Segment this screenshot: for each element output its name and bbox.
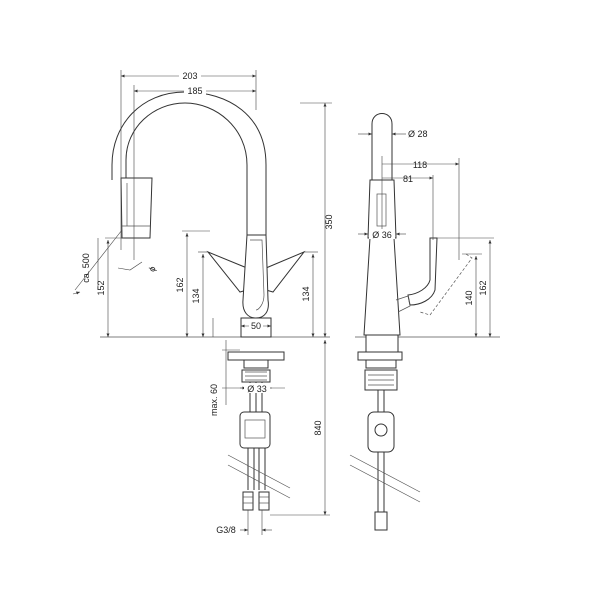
pullout-line	[74, 229, 123, 291]
break-line	[349, 464, 421, 503]
spray-head	[120, 177, 153, 239]
dim-134-right-label: 134	[301, 286, 311, 301]
side-view: Ø 28 118 81 Ø 36 140 162	[349, 113, 500, 531]
hose-weight	[239, 411, 271, 449]
dim-140-label: 140	[464, 290, 474, 305]
label-bg	[244, 383, 270, 393]
side-spray-button	[376, 193, 387, 227]
swivel-angle-line	[117, 261, 143, 271]
dim-162-side-label: 162	[478, 280, 488, 295]
dim-36-label: Ø 36	[372, 230, 392, 240]
connector-right	[258, 491, 270, 511]
side-lever	[407, 237, 438, 306]
side-hose-weight	[367, 411, 395, 453]
side-hoses-lower	[377, 452, 385, 515]
dim-28-label: Ø 28	[408, 129, 428, 139]
break-line	[227, 464, 291, 499]
front-view: 203 185 350 840 ca. 500 152 ϕ 162 134 13…	[72, 70, 334, 535]
dim-350-label: 350	[324, 214, 334, 229]
side-mounting-plate	[357, 351, 403, 361]
body-detail	[250, 239, 265, 311]
pullout-arrow	[72, 291, 81, 295]
lever-right	[265, 250, 306, 293]
break-line	[349, 454, 421, 493]
dim-134-left-label: 134	[191, 288, 201, 303]
dim-g38-label: G3/8	[216, 525, 236, 535]
label-bg	[249, 320, 263, 330]
label-bg	[184, 85, 206, 95]
dim-50-label: 50	[251, 321, 261, 331]
dim-33-label: Ø 33	[247, 384, 267, 394]
mounting-plate	[227, 351, 285, 361]
dim-angle-label: ϕ	[147, 265, 158, 273]
side-hoses-upper	[377, 390, 385, 415]
dim-185-label: 185	[187, 86, 202, 96]
faucet-body	[242, 234, 269, 319]
side-body	[363, 237, 401, 336]
hose-weight-detail	[244, 419, 266, 439]
side-base	[365, 334, 399, 353]
side-lever-open	[419, 253, 473, 316]
dim-max60-label: max. 60	[209, 384, 219, 416]
side-lever-joint	[395, 295, 411, 313]
side-spout	[371, 113, 393, 181]
dim-118-label: 118	[413, 160, 427, 170]
dim-81-label: 81	[403, 174, 413, 184]
label-bg	[369, 229, 395, 239]
side-nut	[365, 359, 397, 369]
side-weight-detail	[374, 423, 388, 437]
break-line	[227, 454, 291, 489]
connector-left	[242, 491, 254, 511]
side-connector	[374, 511, 388, 531]
mounting-nut	[243, 359, 269, 369]
dim-840-label: 840	[313, 420, 323, 435]
dim-pullout-label: ca. 500	[81, 253, 91, 283]
dim-203-label: 203	[182, 71, 197, 81]
label-bg	[179, 70, 201, 80]
lever-left	[206, 250, 248, 293]
dim-162-label: 162	[175, 277, 185, 292]
dim-152-label: 152	[96, 280, 106, 295]
